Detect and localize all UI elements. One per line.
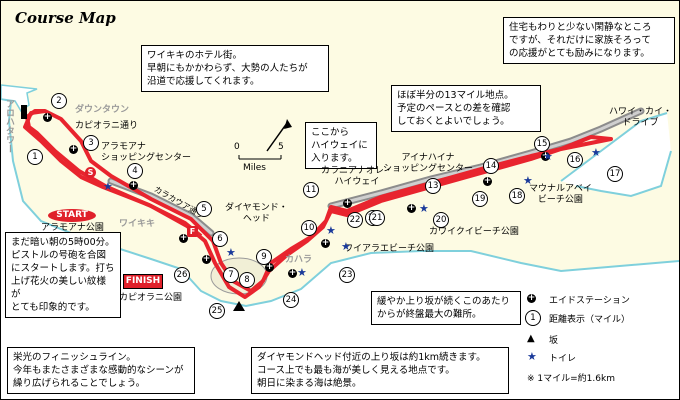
legend: + エイドステーション 1 距離表示（マイル） ▲ 坂 ★ トイレ ※ 1マイル… xyxy=(517,285,675,395)
hill-note: 緩やか上り坂が続くこのあたり からが終盤最大の難所。 xyxy=(371,291,521,325)
aid-station-icon: + xyxy=(407,203,416,213)
legend-toilet-label: トイレ xyxy=(549,354,577,364)
finish-note: 栄光のフィニッシュライン。 今年もまたさまざまな感動的なシーンが 繰り広げられる… xyxy=(7,347,195,394)
legend-aid-icon: + xyxy=(527,293,536,303)
aloha-tower-label: アロハタワー xyxy=(4,99,14,153)
mile-marker: 18 xyxy=(509,188,525,204)
mile-marker: 6 xyxy=(212,231,228,247)
scale-bar xyxy=(238,155,282,160)
mile-marker: 4 xyxy=(127,163,143,179)
aid-station-icon: + xyxy=(265,262,274,272)
mile-marker: 17 xyxy=(607,166,623,182)
start-flag: S xyxy=(85,167,96,178)
aid-station-icon: + xyxy=(202,254,211,264)
toilet-icon: ★ xyxy=(591,146,601,159)
aid-station-icon: + xyxy=(43,112,52,122)
aid-station-icon: + xyxy=(343,198,352,208)
start-label: START xyxy=(48,209,96,222)
maunalua-park-label: マウナルアベイ ビーチ公園 xyxy=(529,184,592,205)
scale-unit: Miles xyxy=(243,163,266,173)
kapiolani-park-label: カピオラニ公園 xyxy=(119,293,183,303)
aid-station-icon: + xyxy=(129,180,138,190)
ala-moana-park-label: アラモアナ公園 xyxy=(41,223,104,233)
compass-icon xyxy=(266,119,292,152)
mile-marker: 7 xyxy=(223,267,239,283)
waialae-park-label: ワイアラエビーチ公園 xyxy=(344,244,435,254)
legend-distance-icon: 1 xyxy=(525,310,541,326)
mile-marker: 8 xyxy=(239,272,255,288)
kahala-label: カハラ xyxy=(285,255,313,265)
aid-station-icon: + xyxy=(69,144,78,154)
legend-distance-label: 距離表示（マイル） xyxy=(549,315,631,325)
scale-five: 5 xyxy=(278,142,284,152)
toilet-icon: ★ xyxy=(543,150,553,163)
start-note: まだ暗い朝の5時00分。 ピストルの号砲を合図 にスタートします。打ち 上げ花火… xyxy=(5,232,121,318)
aid-station-icon: + xyxy=(179,233,188,243)
diamond-head-label: ダイヤモンド・ ヘッド xyxy=(225,203,288,224)
legend-conversion: ※ 1マイル=約1.6km xyxy=(527,374,615,384)
legend-slope-label: 坂 xyxy=(549,336,559,346)
residential-note: 住宅もわりと少ない閑静なところ ですが、それだけに家族そろって の応援がとても励… xyxy=(503,17,675,64)
mile-marker: 24 xyxy=(283,292,299,308)
mile-marker: 25 xyxy=(209,303,225,319)
mile-marker: 21 xyxy=(369,210,385,226)
mile-marker: 22 xyxy=(347,212,363,228)
mile-marker: 3 xyxy=(83,135,99,151)
mile-marker: 20 xyxy=(433,212,449,228)
ala-moana-center-label: アラモアナ ショッピングセンター xyxy=(101,142,192,163)
scale-zero: 0 xyxy=(234,142,240,152)
toilet-icon: ★ xyxy=(103,180,113,193)
mile-marker: 11 xyxy=(303,182,319,198)
aina-haina-label: アイナハイナ ショッピングセンター xyxy=(383,153,474,174)
mile-marker: 26 xyxy=(174,267,190,283)
aid-station-icon: + xyxy=(541,151,550,161)
mile-marker: 9 xyxy=(256,249,272,265)
legend-toilet-icon: ★ xyxy=(527,350,537,363)
legend-aid-label: エイドステーション xyxy=(549,296,630,306)
hawaii-kai-label: ハワイ・カイ・ ドライブ xyxy=(609,107,673,128)
downtown-label: ダウンタウン xyxy=(75,105,130,115)
hotel-note: ワイキキのホテル街。 早朝にもかかわらず、大勢の人たちが 沿道で応援してくれます… xyxy=(141,45,329,92)
mile-marker: 5 xyxy=(196,201,212,217)
aid-station-icon: + xyxy=(483,176,492,186)
mile-marker: 23 xyxy=(339,267,355,283)
mile-marker: 14 xyxy=(483,158,499,174)
mile-marker: 10 xyxy=(301,220,317,236)
toilet-icon: ★ xyxy=(326,224,336,237)
highway-note: ここから ハイウェイに 入ります。 xyxy=(305,122,377,169)
waikiki-label: ワイキキ xyxy=(119,219,156,229)
kapiolani-st-label: カピオラニ通り xyxy=(75,121,139,131)
finish-flag: F xyxy=(187,226,198,237)
legend-slope-icon: ▲ xyxy=(527,333,535,344)
toilet-icon: ★ xyxy=(226,246,236,259)
mile-marker: 19 xyxy=(472,191,488,207)
kawaikui-park-label: カワイクイビーチ公園 xyxy=(429,227,519,237)
toilet-icon: ★ xyxy=(419,202,429,215)
kalanianaole-label: カラニアナオレ・ ハイウェイ xyxy=(321,166,393,187)
toilet-icon: ★ xyxy=(523,174,533,187)
map-title: Course Map xyxy=(15,9,116,27)
diamond-note: ダイヤモンドヘッド付近の上り坂は約1km続きます。 コース上でも最も海が美しく見… xyxy=(251,347,509,394)
aid-station-icon: + xyxy=(321,238,330,248)
toilet-icon: ★ xyxy=(341,240,351,253)
mile-marker: 13 xyxy=(425,178,441,194)
aid-station-icon: + xyxy=(288,268,297,278)
toilet-icon: ★ xyxy=(297,266,307,279)
halfway-note: ほぼ半分の13マイル地点。 予定のペースとの差を確認 しておくとよいでしょう。 xyxy=(391,85,541,132)
mile-marker: 15 xyxy=(534,136,550,152)
mile-marker: 16 xyxy=(567,152,583,168)
mile-marker: 1 xyxy=(27,149,43,165)
mile-marker: 2 xyxy=(51,93,67,109)
finish-label: FINISH xyxy=(123,274,163,289)
